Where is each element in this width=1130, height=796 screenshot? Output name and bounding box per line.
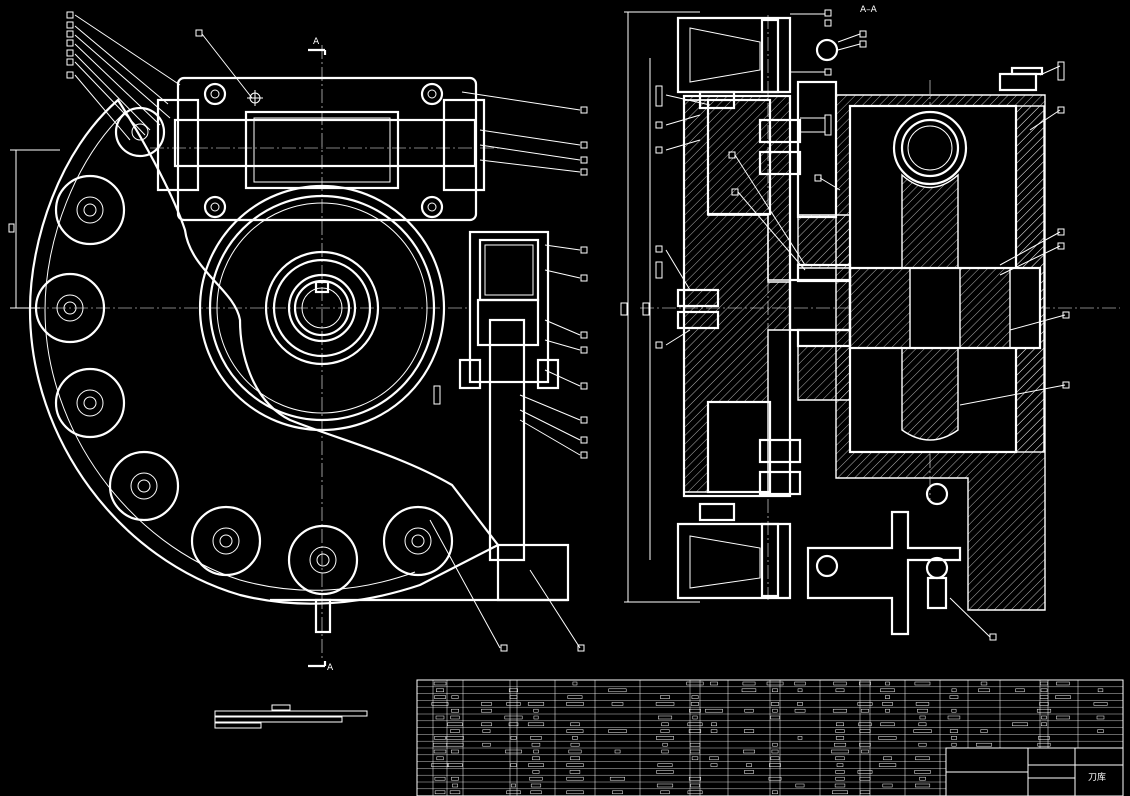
cylinder-body	[468, 230, 550, 384]
tool-disc-outline	[28, 98, 500, 605]
section-view-title: A–A	[860, 5, 878, 15]
hub	[264, 250, 380, 366]
lower-bracket	[806, 510, 962, 636]
title-block-name: 刀库	[1088, 771, 1106, 783]
tool-pocket-1	[114, 106, 166, 158]
leader-callouts-right	[655, 9, 1070, 641]
base-plate	[496, 543, 570, 602]
support-column	[488, 318, 526, 562]
section-marker-bottom: A	[327, 663, 334, 673]
worm-wheel	[198, 184, 446, 432]
section-view-a-a: A–A	[620, 5, 1120, 641]
tool-pocket-2	[54, 174, 126, 246]
worm-shaft-body	[244, 110, 400, 190]
worm-gear-top	[892, 110, 968, 186]
tool-pocket-8	[382, 505, 454, 577]
leader-callouts-left	[66, 11, 588, 652]
technical-notes	[214, 704, 368, 729]
section-marker-top: A	[313, 37, 320, 47]
tool-pocket-5	[108, 450, 180, 522]
tool-pocket-4	[54, 367, 126, 439]
tool-pocket-6	[190, 505, 262, 577]
front-view: A A	[8, 11, 588, 673]
tool-pocket-7	[287, 524, 359, 596]
worm-shaft	[173, 118, 477, 168]
parts-list-table: 刀库	[416, 679, 1124, 796]
